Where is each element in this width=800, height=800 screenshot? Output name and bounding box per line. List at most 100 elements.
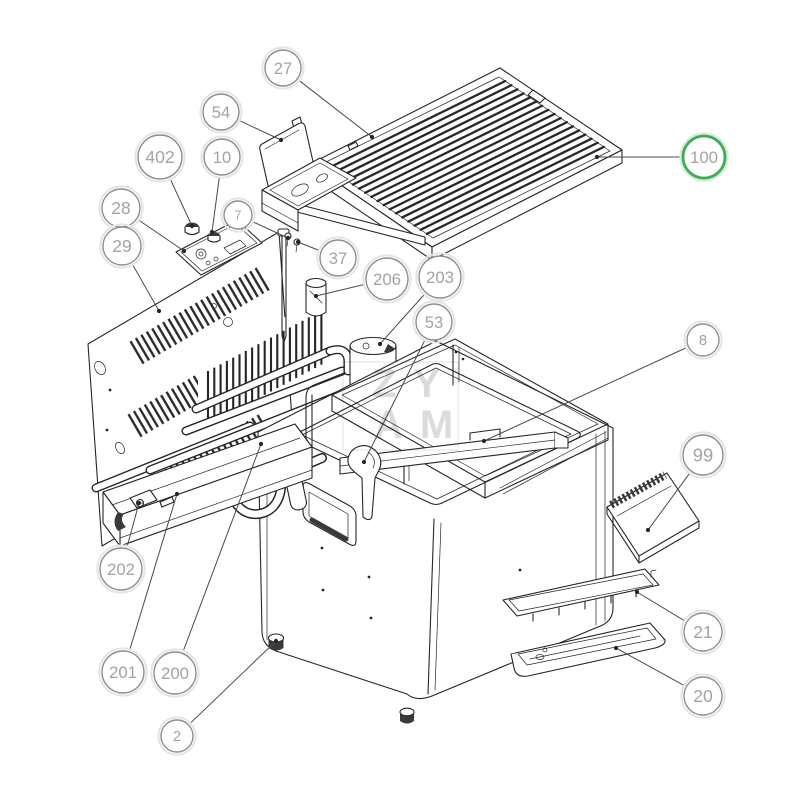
callout-28[interactable]: 28 [98, 185, 187, 254]
leader-line [239, 120, 282, 141]
balloon-halo [316, 236, 360, 280]
leader-dot [209, 229, 215, 235]
callout-54[interactable]: 54 [199, 90, 284, 143]
callout-99[interactable]: 99 [645, 431, 727, 533]
balloon-number: 29 [112, 236, 131, 256]
leader-line [363, 340, 426, 463]
leader-line [211, 177, 220, 233]
leader-dot [594, 154, 600, 160]
balloon-halo [220, 197, 256, 233]
balloon-number: 54 [212, 103, 230, 122]
balloon-circle [153, 651, 197, 695]
balloon-circle [101, 650, 145, 694]
callout-20[interactable]: 20 [613, 645, 726, 719]
leader-dot [634, 589, 640, 595]
callout-200[interactable]: 200 [150, 441, 264, 698]
balloon-halo [99, 223, 145, 269]
condenser-coil [181, 296, 353, 436]
balloon-halo [680, 673, 726, 719]
balloon-number: 206 [373, 270, 401, 289]
balloon-circle [223, 200, 253, 230]
leader-dot [295, 239, 301, 245]
balloon-halo [150, 648, 200, 698]
callout-29[interactable]: 29 [99, 223, 162, 314]
callout-21[interactable]: 21 [634, 589, 726, 655]
leader-line [129, 493, 178, 650]
leader-dot [174, 491, 180, 497]
burner-assembly [102, 372, 345, 547]
leader-line [297, 241, 320, 251]
leader-line [252, 221, 289, 239]
grille-ribs [327, 79, 605, 236]
balloon-number: 202 [107, 560, 135, 579]
leader-dot [258, 441, 264, 447]
balloon-circle [319, 239, 357, 277]
callout-206[interactable]: 206 [313, 254, 412, 304]
balloon-circle [202, 93, 240, 131]
balloon-halo [679, 132, 729, 182]
callout-202[interactable]: 202 [96, 500, 146, 594]
balloon-number: 10 [213, 148, 231, 167]
balloon-halo [200, 135, 244, 179]
callout-2[interactable]: 2 [157, 638, 279, 756]
leader-dot [156, 308, 162, 314]
top-frame-tray [261, 157, 426, 246]
balloon-halo [412, 300, 456, 344]
leader-dot [361, 459, 367, 465]
callout-203[interactable]: 203 [377, 252, 465, 347]
balloon-number: 402 [145, 147, 174, 167]
shelf-rail [339, 428, 569, 475]
callout-201[interactable]: 201 [98, 491, 180, 697]
leader-dot [377, 341, 383, 347]
leader-dot [189, 223, 195, 229]
leader-dot [285, 235, 291, 241]
balloon-circle [365, 257, 409, 301]
balloon-circle [203, 138, 241, 176]
leader-line [615, 647, 685, 687]
balloon-number: 7 [234, 208, 241, 223]
leader-line [483, 347, 687, 442]
cover-plate [606, 471, 700, 564]
balloon-halo [134, 131, 186, 183]
callout-37[interactable]: 37 [295, 236, 360, 280]
callout-100[interactable]: 100 [594, 132, 729, 182]
balloon-number: 99 [693, 444, 713, 465]
leader-line [298, 80, 373, 138]
watermark-line2: AM [374, 403, 470, 447]
storage-tray-lower [510, 622, 666, 677]
balloon-circle [99, 547, 143, 591]
balloon-halo [98, 647, 148, 697]
balloon-circle [686, 323, 720, 357]
balloon-number: 100 [690, 148, 718, 167]
balloon-number: 21 [693, 622, 712, 642]
leader-line [126, 502, 140, 547]
callout-10[interactable]: 10 [200, 135, 244, 235]
leader-dot [645, 527, 651, 533]
callout-53[interactable]: 53 [361, 300, 456, 465]
small-cylinder-part [305, 277, 327, 317]
exploded-view-artwork [87, 67, 700, 724]
balloon-halo [680, 609, 726, 655]
callout-7[interactable]: 7 [220, 197, 291, 241]
balloon-circle [160, 719, 194, 753]
balloon-number: 200 [161, 664, 189, 683]
handle-recess[interactable] [302, 482, 357, 546]
balloon-number: 28 [111, 198, 130, 218]
leader-dot [613, 645, 619, 651]
balloon-halo [157, 716, 197, 756]
leader-dot [369, 134, 375, 140]
balloon-halo [679, 431, 727, 479]
leader-line [169, 179, 193, 227]
cabinet-foot-front [399, 707, 415, 724]
balloon-halo [415, 252, 465, 302]
balloon-number: 201 [109, 663, 137, 682]
callout-402[interactable]: 402 [134, 131, 195, 229]
locking-lever[interactable] [347, 445, 382, 521]
leader-dot [136, 500, 142, 506]
balloon-halo [683, 320, 723, 360]
callout-27[interactable]: 27 [261, 46, 375, 140]
balloon-number: 8 [699, 333, 707, 349]
balloon-number: 27 [274, 59, 292, 78]
callout-8[interactable]: 8 [481, 320, 723, 444]
